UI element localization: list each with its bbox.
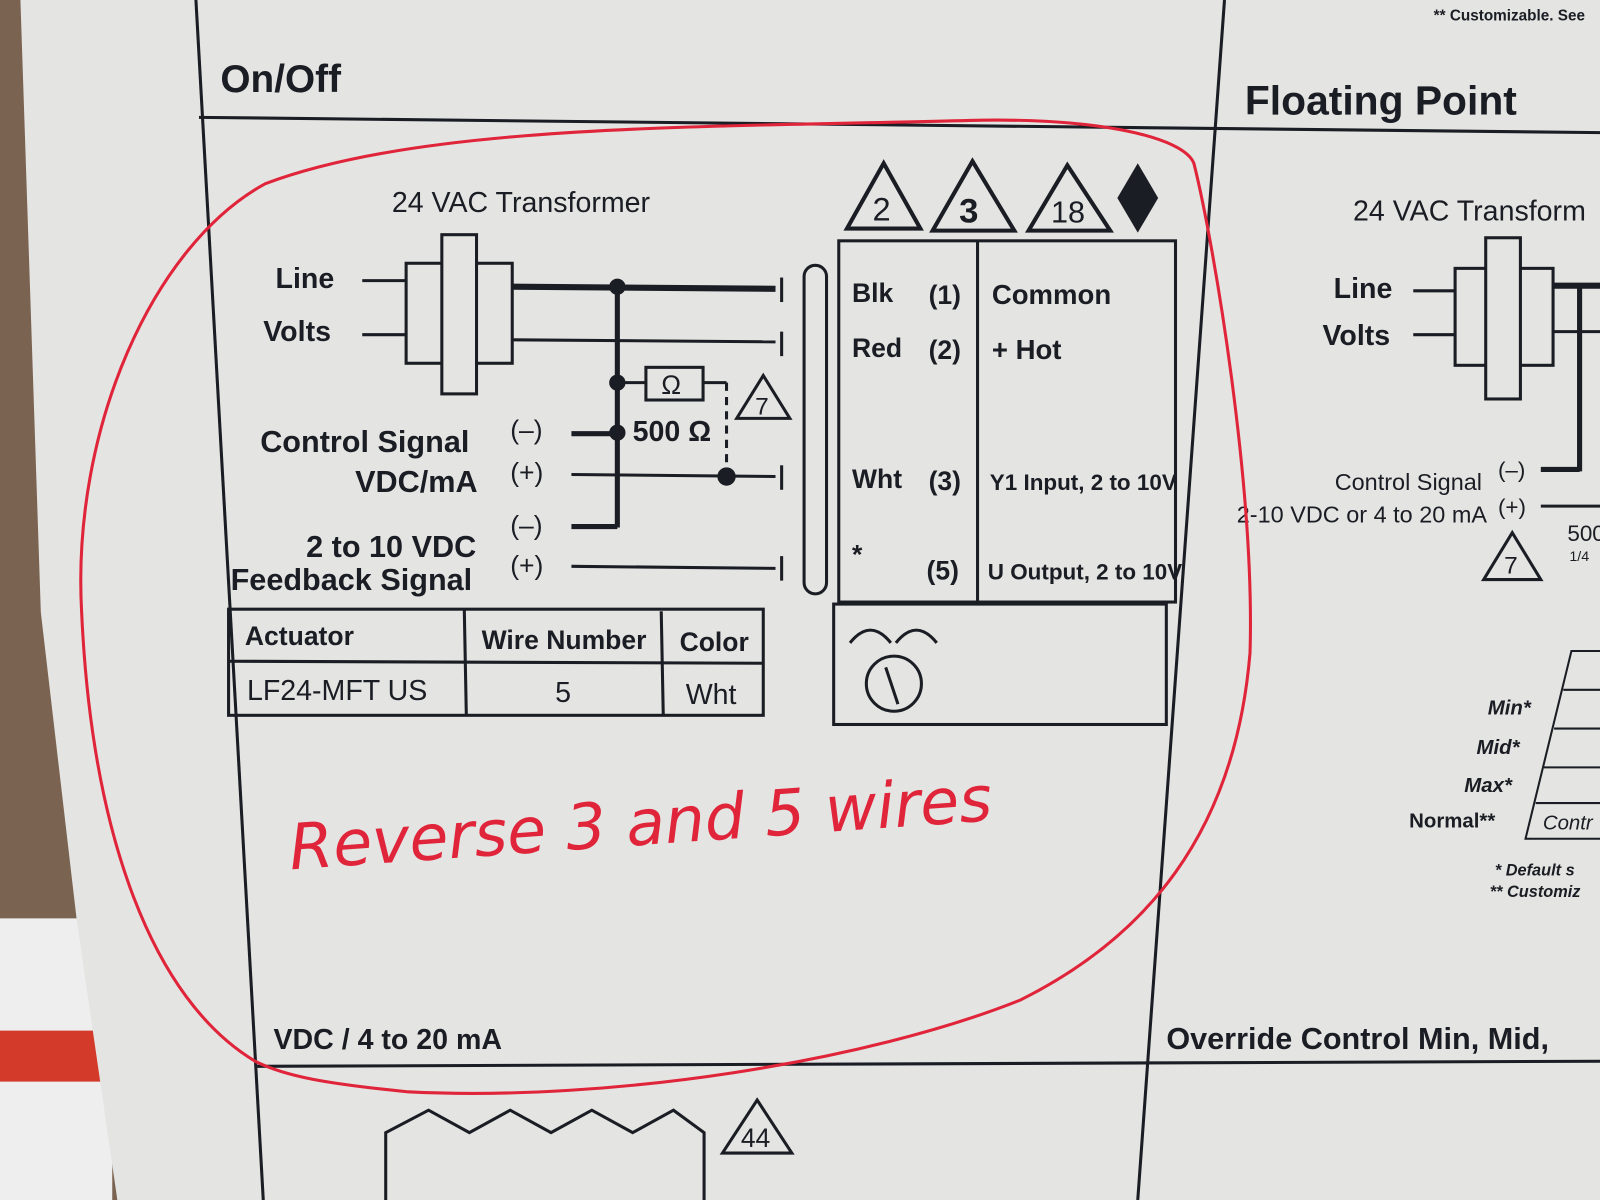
footnote-customizable: ** Customiz bbox=[1490, 883, 1581, 901]
terminal-num-1: (1) bbox=[929, 280, 961, 310]
bottom-triangle-44: 44 bbox=[741, 1123, 770, 1153]
resistor-value: 500 Ω bbox=[633, 416, 712, 448]
table-cell-color: Wht bbox=[686, 679, 737, 711]
control-minus: (–) bbox=[510, 415, 542, 445]
feedback-label-1: 2 to 10 VDC bbox=[306, 530, 476, 564]
note-triangle-2: 2 bbox=[872, 190, 890, 227]
right-line-label: Line bbox=[1334, 273, 1393, 305]
resistor-symbol: Ω bbox=[661, 370, 681, 400]
table-header-actuator: Actuator bbox=[245, 621, 354, 651]
terminal-desc-y1: Y1 Input, 2 to 10V bbox=[990, 470, 1177, 495]
section-borders bbox=[194, 0, 1600, 1200]
right-minus: (–) bbox=[1498, 458, 1525, 483]
table-header-wire-number: Wire Number bbox=[482, 625, 647, 655]
mode-mid: Mid* bbox=[1477, 737, 1521, 759]
section-title-override: Override Control Min, Mid, bbox=[1166, 1022, 1549, 1056]
terminal-num-5: (5) bbox=[927, 556, 959, 586]
table-cell-actuator: LF24-MFT US bbox=[247, 675, 427, 707]
terminal-desc-common: Common bbox=[992, 279, 1111, 310]
mode-table bbox=[1524, 650, 1600, 840]
diamond-icon bbox=[1117, 163, 1159, 233]
terminal-color-red: Red bbox=[852, 333, 902, 363]
mode-max: Max* bbox=[1464, 775, 1513, 797]
terminal-desc-hot: + Hot bbox=[992, 334, 1062, 365]
feedback-minus: (–) bbox=[510, 511, 542, 541]
note-triangle-3: 3 bbox=[959, 192, 978, 230]
line-label: Line bbox=[276, 263, 335, 295]
junction-dots bbox=[609, 278, 736, 486]
box-stripe bbox=[0, 1030, 108, 1082]
terminal-color-wht: Wht bbox=[852, 464, 902, 494]
control-signal-label: Control Signal bbox=[260, 425, 469, 459]
feedback-label-2: Feedback Signal bbox=[231, 563, 473, 597]
note-triangle-18: 18 bbox=[1051, 195, 1085, 229]
terminal-num-2: (2) bbox=[929, 335, 961, 365]
right-transformer-label: 24 VAC Transform bbox=[1353, 195, 1586, 227]
control-plus: (+) bbox=[510, 458, 543, 488]
actuator-terminal-block bbox=[832, 239, 1178, 727]
note-triangle-7: 7 bbox=[755, 393, 769, 420]
actuator-table bbox=[227, 607, 765, 717]
bottom-partial-diagram bbox=[384, 1097, 795, 1200]
terminal-num-3: (3) bbox=[929, 466, 961, 496]
right-resistor-value: 500 bbox=[1567, 521, 1600, 546]
transformer-label: 24 VAC Transformer bbox=[392, 187, 651, 219]
terminal-rows: Blk (1) Common Red (2) + Hot Wht (3) Y1 … bbox=[852, 278, 1182, 586]
table-cell-wire-number: 5 bbox=[555, 677, 571, 709]
top-note: ** Customizable. See bbox=[1434, 7, 1585, 24]
terminal-color-star: * bbox=[852, 539, 863, 569]
terminal-color-blk: Blk bbox=[852, 278, 894, 308]
footnote-default: * Default s bbox=[1495, 862, 1575, 880]
right-control-signal: Control Signal bbox=[1335, 469, 1482, 495]
right-range: 2-10 VDC or 4 to 20 mA bbox=[1237, 501, 1488, 527]
paper-sheet bbox=[20, 0, 1600, 1200]
mode-min: Min* bbox=[1488, 697, 1532, 719]
right-triangle-7: 7 bbox=[1504, 552, 1518, 579]
mode-cell-control: Contr bbox=[1543, 813, 1594, 835]
terminal-desc-u: U Output, 2 to 10V bbox=[988, 560, 1183, 585]
right-plus: (+) bbox=[1498, 494, 1526, 519]
mode-normal: Normal** bbox=[1409, 811, 1495, 833]
volts-label: Volts bbox=[263, 316, 331, 348]
right-volts-label: Volts bbox=[1322, 320, 1390, 352]
resistor-icon bbox=[644, 365, 705, 402]
feedback-plus: (+) bbox=[510, 550, 543, 580]
right-resistor-rating: 1/4 bbox=[1569, 549, 1589, 565]
right-wiring-diagram: 24 VAC Transform Line Volts Control Sign… bbox=[1237, 195, 1600, 901]
hand-drawn-circle bbox=[79, 118, 1252, 1095]
note-triangles bbox=[733, 157, 1114, 420]
transformer-icon bbox=[362, 233, 829, 596]
table-header-color: Color bbox=[680, 627, 749, 657]
vdc-ma-label: VDC/mA bbox=[355, 465, 477, 499]
section-title-on-off: On/Off bbox=[220, 58, 341, 101]
left-wiring-diagram: 24 VAC Transformer Line Volts Ω bbox=[227, 157, 1182, 727]
section-title-floating-point: Floating Point bbox=[1245, 77, 1517, 123]
section-title-vdc: VDC / 4 to 20 mA bbox=[273, 1024, 502, 1056]
